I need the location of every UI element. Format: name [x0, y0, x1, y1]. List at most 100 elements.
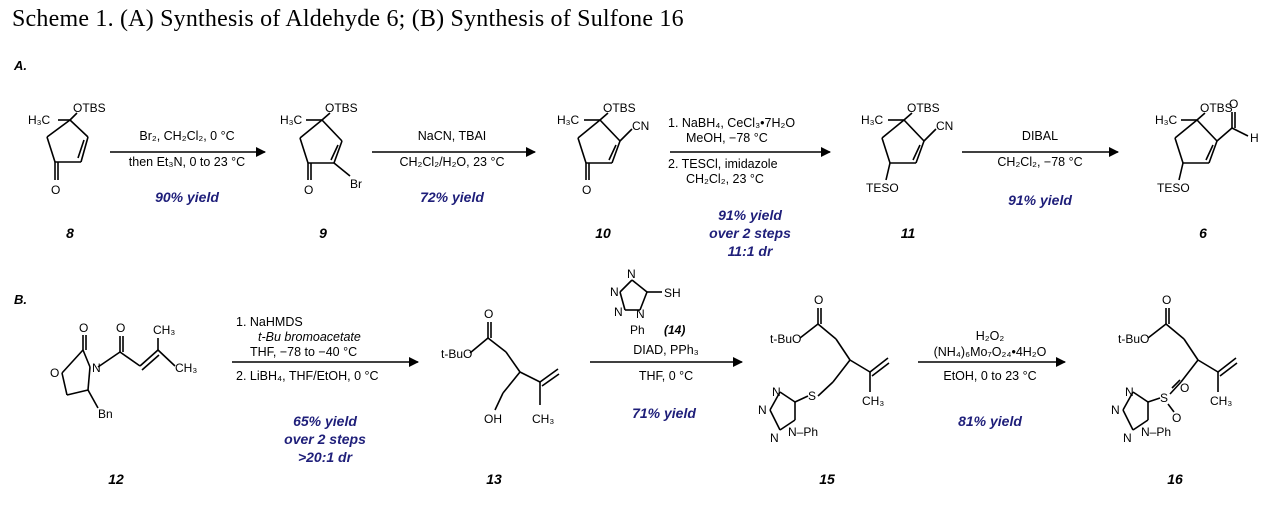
compound-label-8: 8	[66, 225, 74, 241]
svg-text:(14): (14)	[664, 323, 685, 337]
part-a-label: A.	[14, 58, 27, 73]
reagent-b3-line1: H₂O₂	[976, 329, 1005, 343]
yield-b3: 81% yield	[958, 413, 1022, 429]
arrow-a2: NaCN, TBAI CH₂Cl₂/H₂O, 23 °C 72% yield	[372, 129, 536, 205]
svg-text:N: N	[1111, 403, 1120, 417]
yield-a3-line1: 91% yield	[718, 207, 782, 223]
compound-label-6: 6	[1199, 225, 1207, 241]
reagent-b2-line1: DIAD, PPh₃	[633, 343, 699, 357]
arrow-a1: Br₂, CH₂Cl₂, 0 °C then Et₃N, 0 to 23 °C …	[110, 129, 266, 205]
svg-text:t-BuO: t-BuO	[441, 347, 472, 361]
compound-label-10: 10	[595, 225, 611, 241]
reagent-b1-line3: THF, −78 to −40 °C	[250, 345, 357, 359]
svg-text:O: O	[484, 307, 493, 321]
structure-12: O O O N CH₃ CH₃ Bn	[50, 321, 197, 421]
svg-text:H: H	[1250, 131, 1259, 145]
svg-text:Ph: Ph	[630, 323, 645, 337]
reagent-a2-line2: CH₂Cl₂/H₂O, 23 °C	[400, 155, 505, 169]
svg-text:H₃C: H₃C	[28, 113, 51, 127]
reagent-a3-line3: 2. TESCl, imidazole	[668, 157, 778, 171]
svg-text:OTBS: OTBS	[325, 101, 358, 115]
svg-text:O: O	[51, 183, 60, 197]
reagent-a3-line2: MeOH, −78 °C	[686, 131, 768, 145]
svg-text:N: N	[1125, 385, 1134, 399]
svg-text:H₃C: H₃C	[280, 113, 303, 127]
svg-text:N: N	[610, 285, 619, 299]
structure-16: t-BuO O S O O CH₃ N N N N–Ph	[1111, 293, 1238, 445]
svg-text:O: O	[814, 293, 823, 307]
svg-text:OTBS: OTBS	[603, 101, 636, 115]
svg-text:OTBS: OTBS	[73, 101, 106, 115]
svg-text:SH: SH	[664, 286, 681, 300]
svg-text:O: O	[1162, 293, 1171, 307]
compound-label-16: 16	[1167, 471, 1183, 487]
structure-14: N N N N SH Ph (14)	[610, 267, 685, 337]
arrow-a4: DIBAL CH₂Cl₂, −78 °C 91% yield	[962, 129, 1119, 208]
compound-label-9: 9	[319, 225, 327, 241]
svg-text:N: N	[758, 403, 767, 417]
compound-label-12: 12	[108, 471, 124, 487]
reagent-a1-line2: then Et₃N, 0 to 23 °C	[129, 155, 245, 169]
reagent-b1-line1: 1. NaHMDS	[236, 315, 303, 329]
arrow-a3: 1. NaBH₄, CeCl₃•7H₂O MeOH, −78 °C 2. TES…	[668, 116, 831, 259]
compound-label-11: 11	[901, 225, 916, 241]
reagent-b1-line2: t-Bu bromoacetate	[258, 330, 361, 344]
arrow-b1: 1. NaHMDS t-Bu bromoacetate THF, −78 to …	[232, 315, 419, 465]
structure-8: OTBS H₃C O	[28, 101, 106, 197]
scheme-title: Scheme 1. (A) Synthesis of Aldehyde 6; (…	[12, 6, 684, 32]
svg-text:Bn: Bn	[98, 407, 113, 421]
structure-13: t-BuO O OH CH₃	[441, 307, 560, 426]
reagent-b3-line3: EtOH, 0 to 23 °C	[943, 369, 1036, 383]
reagent-a4-line1: DIBAL	[1022, 129, 1058, 143]
svg-text:CH₃: CH₃	[862, 394, 884, 408]
svg-text:CH₃: CH₃	[153, 323, 175, 337]
yield-a3-line2: over 2 steps	[709, 225, 791, 241]
structure-9: OTBS H₃C O Br	[280, 101, 362, 197]
svg-text:CN: CN	[632, 119, 649, 133]
svg-text:CH₃: CH₃	[175, 361, 197, 375]
svg-text:t-BuO: t-BuO	[770, 332, 801, 346]
yield-a1: 90% yield	[155, 189, 219, 205]
yield-a2: 72% yield	[420, 189, 484, 205]
compound-label-15: 15	[819, 471, 835, 487]
svg-text:CN: CN	[936, 119, 953, 133]
svg-text:O: O	[1180, 381, 1189, 395]
svg-text:O: O	[1172, 411, 1181, 425]
reagent-a2-line1: NaCN, TBAI	[418, 129, 487, 143]
svg-text:O: O	[582, 183, 591, 197]
svg-text:N: N	[92, 361, 101, 375]
svg-text:S: S	[808, 389, 816, 403]
svg-text:Br: Br	[350, 177, 362, 191]
svg-text:O: O	[79, 321, 88, 335]
svg-text:H₃C: H₃C	[1155, 113, 1178, 127]
yield-a4: 91% yield	[1008, 192, 1072, 208]
svg-text:N: N	[614, 305, 623, 319]
svg-text:CH₃: CH₃	[532, 412, 554, 426]
yield-b2: 71% yield	[632, 405, 696, 421]
svg-text:OH: OH	[484, 412, 502, 426]
reagent-a4-line2: CH₂Cl₂, −78 °C	[997, 155, 1082, 169]
svg-text:N–Ph: N–Ph	[788, 425, 818, 439]
svg-text:OTBS: OTBS	[907, 101, 940, 115]
svg-text:N: N	[770, 431, 779, 445]
reagent-a3-line1: 1. NaBH₄, CeCl₃•7H₂O	[668, 116, 795, 130]
svg-text:N: N	[1123, 431, 1132, 445]
svg-text:H₃C: H₃C	[861, 113, 884, 127]
svg-text:S: S	[1160, 391, 1168, 405]
reagent-a3-line4: CH₂Cl₂, 23 °C	[686, 172, 764, 186]
svg-text:t-BuO: t-BuO	[1118, 332, 1149, 346]
svg-text:TESO: TESO	[866, 181, 899, 195]
svg-text:H₃C: H₃C	[557, 113, 580, 127]
svg-text:O: O	[50, 366, 59, 380]
svg-text:TESO: TESO	[1157, 181, 1190, 195]
structure-10: OTBS H₃C O CN	[557, 101, 649, 197]
reagent-a1-line1: Br₂, CH₂Cl₂, 0 °C	[139, 129, 234, 143]
yield-a3-line3: 11:1 dr	[728, 243, 774, 259]
yield-b1-line3: >20:1 dr	[298, 449, 354, 465]
reagent-b1-line4: 2. LiBH₄, THF/EtOH, 0 °C	[236, 369, 379, 383]
svg-text:N: N	[772, 385, 781, 399]
structure-6: OTBS H₃C TESO O H	[1155, 97, 1259, 195]
reagent-b3-line2: (NH₄)₆Mo₇O₂₄•4H₂O	[934, 345, 1047, 359]
